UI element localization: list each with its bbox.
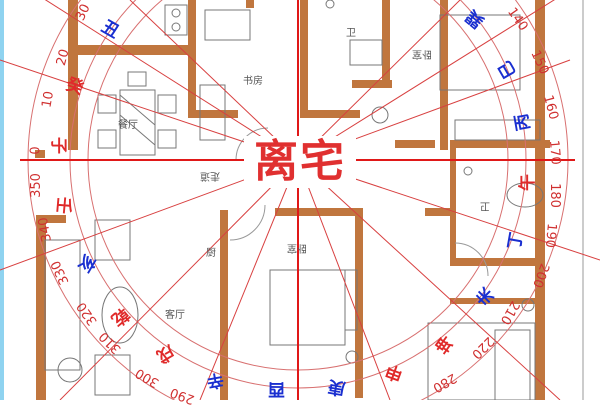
room-label-dining: 餐厅 (118, 120, 138, 131)
room-label-corridor: 走道 (200, 170, 220, 181)
room-label-bathroom-top: 卫 (346, 28, 356, 39)
room-label-study: 书房 (243, 76, 263, 87)
room-label-bedroom-bottom: 卧室 (287, 242, 307, 253)
room-label-bedroom-top-right: 卧室 (412, 48, 432, 59)
degree-170: 170 (545, 139, 563, 166)
house-type-title: 离宅 (244, 136, 356, 188)
degree-0: 0 (28, 146, 44, 155)
room-label-small-room: 厨 (206, 248, 216, 259)
furniture (44, 0, 544, 400)
degree-350: 350 (28, 173, 44, 198)
mountain-zi: 子 (48, 137, 68, 154)
mountain-wu: 午 (518, 174, 538, 191)
mountain-you: 酉 (268, 379, 285, 399)
room-label-bathroom-right: 卫 (480, 200, 490, 211)
degree-180: 180 (546, 183, 562, 208)
left-edge-strip (0, 0, 4, 400)
room-label-living: 客厅 (165, 310, 185, 321)
mountain-ren: 壬 (52, 195, 74, 215)
degree-10: 10 (39, 90, 58, 109)
degree-190: 190 (541, 222, 559, 249)
